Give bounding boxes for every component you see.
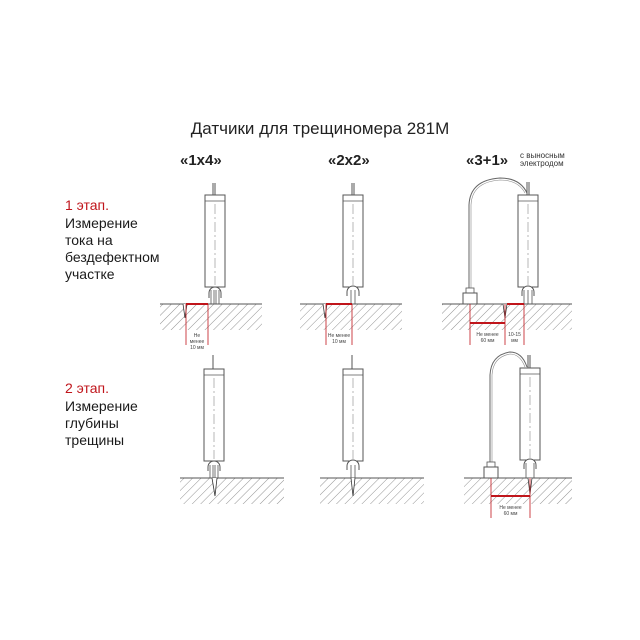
dimension-text: 60 мм bbox=[480, 338, 495, 344]
sensor-3plus1-stage1 bbox=[442, 177, 572, 345]
stage-2-desc-line: глубины bbox=[65, 415, 119, 431]
stage-1-desc-line: бездефектном bbox=[65, 249, 160, 265]
dimension-text: Не менее bbox=[476, 332, 499, 338]
column-label-3plus1: «3+1» bbox=[466, 152, 509, 169]
dimension-label-3plus1-range: 10-15 мм bbox=[505, 332, 524, 344]
dimension-label-2x2: Не менее 10 мм bbox=[326, 333, 352, 345]
dimension-text: Не менее bbox=[189, 333, 205, 345]
sensor-1x4-stage2 bbox=[180, 355, 284, 504]
column-label-1x4: «1x4» bbox=[180, 152, 222, 169]
dimension-label-3plus1-60mm: Не менее 60 мм bbox=[470, 332, 505, 344]
sensor-2x2-stage2 bbox=[320, 355, 424, 504]
sensor-2x2-stage1 bbox=[300, 183, 402, 345]
stage-1-desc-line: участке bbox=[65, 266, 115, 282]
dimension-text: 10 мм bbox=[190, 345, 204, 351]
dimension-text: 10-15 bbox=[508, 332, 521, 338]
sensor-3plus1-stage2 bbox=[464, 351, 572, 518]
stage-2-desc-line: Измерение bbox=[65, 398, 138, 414]
stage-1-description: Измерение тока на бездефектном участке bbox=[65, 215, 185, 283]
sensor-1x4-stage1 bbox=[160, 183, 262, 345]
dimension-text: Не менее bbox=[499, 505, 522, 511]
dimension-text: мм bbox=[511, 338, 518, 344]
diagram-title: Датчики для трещиномера 281М bbox=[190, 119, 450, 138]
stage-2-title: 2 этап. bbox=[65, 380, 110, 396]
dimension-label-1x4: Не менее 10 мм bbox=[186, 333, 208, 351]
stage-1-desc-line: Измерение bbox=[65, 215, 138, 231]
column-note-line1: с выносным bbox=[520, 151, 565, 160]
dimension-label-3plus1-stage2: Не менее 60 мм bbox=[491, 505, 530, 517]
column-note-line2: электродом bbox=[520, 159, 564, 168]
column-label-2x2: «2x2» bbox=[328, 152, 370, 169]
stage-2-desc-line: трещины bbox=[65, 432, 125, 448]
stage-1-title: 1 этап. bbox=[65, 197, 110, 213]
dimension-text: 60 мм bbox=[503, 511, 518, 517]
dimension-text: Не менее bbox=[327, 333, 351, 339]
stage-2-description: Измерение глубины трещины bbox=[65, 398, 185, 449]
stage-1-desc-line: тока на bbox=[65, 232, 113, 248]
dimension-text: 10 мм bbox=[332, 339, 346, 345]
